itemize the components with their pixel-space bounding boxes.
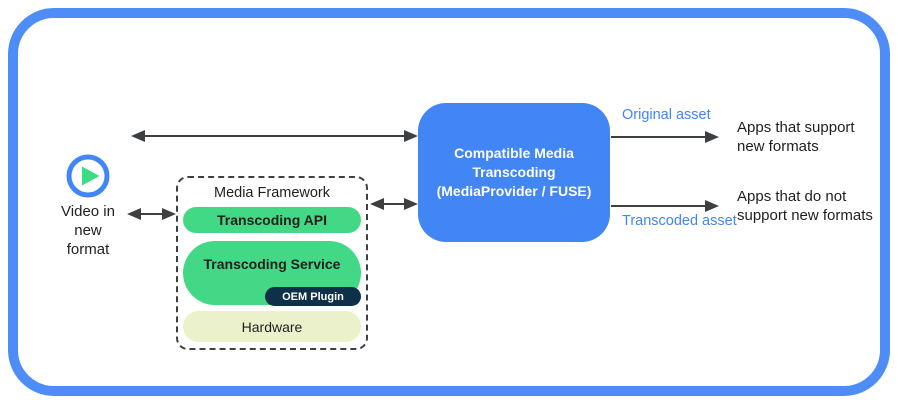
oem-plugin-badge: OEM Plugin: [265, 287, 361, 306]
transcoding-service-label: Transcoding Service: [203, 256, 341, 272]
compatible-media-transcoding-box: Compatible Media Transcoding (MediaProvi…: [418, 103, 610, 242]
diagram-frame: [8, 8, 890, 396]
media-framework-box: Media Framework Transcoding API Transcod…: [176, 176, 368, 350]
media-framework-title: Media Framework: [213, 185, 331, 201]
original-asset-label: Original asset: [622, 107, 711, 123]
transcoding-api-layer: Transcoding API: [183, 207, 361, 233]
play-icon: [66, 154, 110, 198]
transcoded-asset-label: Transcoded asset: [622, 213, 737, 229]
hardware-layer: Hardware: [183, 311, 361, 342]
apps-not-support-label: Apps that do not support new formats: [737, 188, 873, 224]
video-source-label: Video in new format: [61, 203, 115, 258]
apps-support-label: Apps that support new formats: [737, 119, 855, 155]
